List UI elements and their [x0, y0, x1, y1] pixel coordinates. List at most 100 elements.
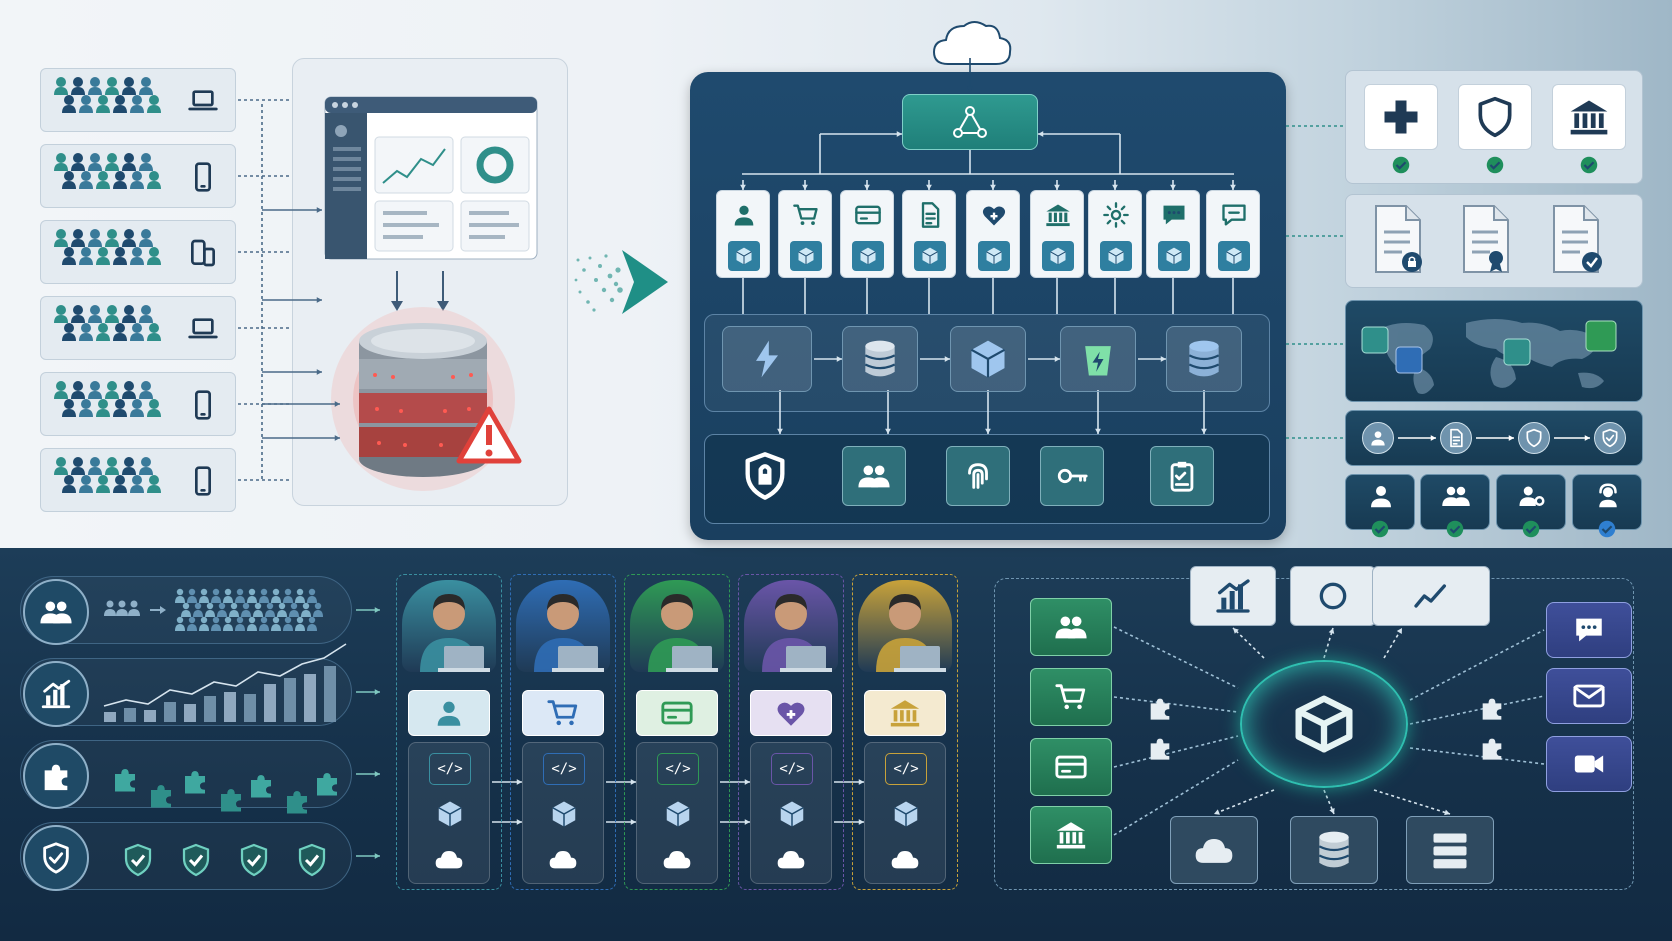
line-chart-icon [1414, 584, 1446, 608]
security-control[interactable] [842, 446, 906, 506]
check-icon [1484, 154, 1506, 176]
microservice-card[interactable] [902, 190, 956, 278]
cloud-icon [435, 851, 463, 869]
person-icon [130, 247, 144, 265]
integration-source[interactable] [1030, 738, 1112, 796]
user-gear-icon [1519, 486, 1545, 506]
document-card[interactable] [1550, 204, 1602, 274]
person-icon [54, 381, 68, 399]
shield-check-icon [1602, 428, 1618, 448]
integration-source[interactable] [1030, 668, 1112, 726]
person-icon [71, 77, 85, 95]
cache-cube-icon [1226, 247, 1242, 265]
user-group-icon [54, 229, 161, 265]
data-layer-node[interactable] [842, 326, 918, 392]
person-icon [71, 229, 85, 247]
microservice-card[interactable] [1146, 190, 1200, 278]
check-icon [1598, 520, 1616, 538]
person-icon [147, 399, 161, 417]
security-control[interactable] [1040, 446, 1104, 506]
certified-document-icon [1463, 205, 1509, 273]
person-icon [113, 95, 127, 113]
person-icon [105, 305, 119, 323]
microservice-card[interactable] [716, 190, 770, 278]
person-icon [122, 153, 136, 171]
developer-icon [762, 594, 832, 672]
data-layer-node[interactable] [1060, 326, 1136, 392]
person-icon [105, 457, 119, 475]
person-icon [71, 305, 85, 323]
shield-check-icon [43, 842, 69, 874]
api-gateway[interactable] [902, 94, 1038, 150]
check-icon [1520, 518, 1542, 540]
communication-channel[interactable] [1546, 736, 1632, 792]
workflow-step[interactable] [1518, 422, 1550, 454]
role-card[interactable] [1496, 474, 1566, 530]
team-service-card[interactable] [408, 690, 490, 736]
data-layer-node[interactable] [1166, 326, 1242, 392]
communication-channel[interactable] [1546, 668, 1632, 724]
team-service-card[interactable] [636, 690, 718, 736]
compliance-badge[interactable] [1552, 84, 1626, 150]
user-group-icon [54, 305, 161, 341]
role-card[interactable] [1572, 474, 1642, 530]
microservice-card[interactable] [1088, 190, 1142, 278]
users-icon [1055, 616, 1087, 639]
warning-icon [456, 406, 522, 464]
scaling-row [20, 576, 352, 645]
user-icon [1371, 431, 1385, 446]
workflow-step[interactable] [1440, 422, 1472, 454]
infrastructure-node[interactable] [1290, 816, 1378, 884]
chat-icon [1576, 618, 1602, 642]
person-icon [105, 229, 119, 247]
person-icon [113, 247, 127, 265]
server-node-icon [1361, 320, 1617, 374]
workflow-step[interactable] [1594, 422, 1626, 454]
puzzle-icon [1150, 738, 1170, 760]
user-group-icon [54, 381, 161, 417]
key-icon [1057, 468, 1088, 484]
team-service-card[interactable] [750, 690, 832, 736]
team-pipeline: </> [636, 742, 718, 884]
integration-source[interactable] [1030, 806, 1112, 864]
analytics-card[interactable] [1372, 566, 1490, 626]
team-service-card[interactable] [522, 690, 604, 736]
integration-source[interactable] [1030, 598, 1112, 656]
person-icon [122, 229, 136, 247]
team-service-card[interactable] [864, 690, 946, 736]
data-layer-node[interactable] [950, 326, 1026, 392]
microservice-card[interactable] [1206, 190, 1260, 278]
workflow-step[interactable] [1362, 422, 1394, 454]
communication-channel[interactable] [1546, 602, 1632, 658]
data-layer-node[interactable] [722, 326, 812, 392]
security-control[interactable] [946, 446, 1010, 506]
event-bus-icon [756, 340, 778, 378]
puzzle-icon [1478, 694, 1506, 722]
person-icon [147, 475, 161, 493]
mail-icon [1573, 684, 1605, 708]
document-card[interactable] [1460, 204, 1512, 274]
phone-icon [195, 162, 211, 192]
audit-clipboard-icon [1170, 461, 1194, 492]
infrastructure-node[interactable] [1170, 816, 1258, 884]
security-control[interactable] [1150, 446, 1214, 506]
microservice-card[interactable] [966, 190, 1020, 278]
analytics-card[interactable] [1290, 566, 1376, 626]
document-card[interactable] [1372, 204, 1424, 274]
microservice-card[interactable] [778, 190, 832, 278]
microservice-card[interactable] [840, 190, 894, 278]
person-icon [113, 475, 127, 493]
server-icon [1433, 833, 1467, 869]
team-pipeline: </> [750, 742, 832, 884]
compliance-badge[interactable] [1364, 84, 1438, 150]
user-group-card [40, 296, 236, 360]
check-icon [1369, 518, 1391, 540]
team-pipeline: </> [864, 742, 946, 884]
analytics-card[interactable] [1190, 566, 1276, 626]
compliance-badge[interactable] [1458, 84, 1532, 150]
infrastructure-node[interactable] [1406, 816, 1494, 884]
role-card[interactable] [1420, 474, 1490, 530]
microservice-card[interactable] [1030, 190, 1084, 278]
medical-cross-icon [1384, 100, 1418, 134]
security-control[interactable] [730, 446, 800, 506]
